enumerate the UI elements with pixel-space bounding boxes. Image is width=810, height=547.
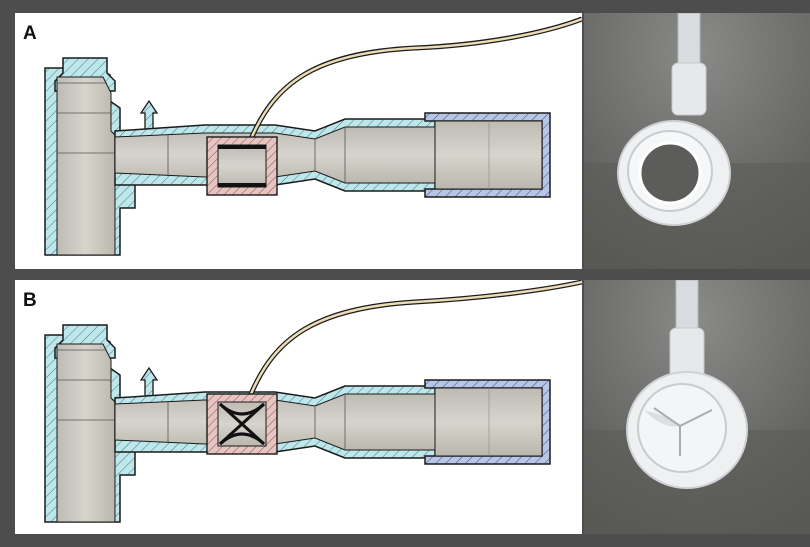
panel-a-photo [584,13,810,269]
closed-valve-photo [584,280,810,534]
sensor-wire [248,280,582,395]
panel-b-photo [584,280,810,534]
open-valve-photo [584,13,810,269]
valve-open-cross-section [44,16,582,256]
valve-closed-cross-section [44,280,582,523]
open-valve-orifice [640,143,700,203]
panel-label-b: B [23,290,37,311]
panel-label-a: A [23,23,37,44]
panel-b-diagram: B [15,280,582,534]
panel-a-diagram: A [15,13,582,269]
closed-leaflet-b [218,402,266,446]
